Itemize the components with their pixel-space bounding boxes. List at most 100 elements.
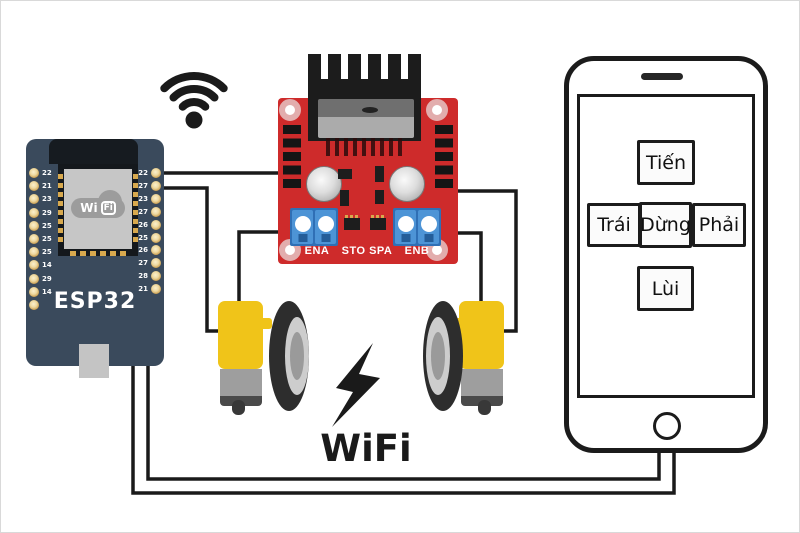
sto-spa-label: STO SPA (341, 245, 393, 257)
pin-pad (151, 258, 161, 269)
motor-axle-tab (259, 318, 272, 329)
pin-label: 26 (138, 220, 148, 229)
esp32-pin: 25 (29, 220, 52, 231)
wifi-connection-label: WiFi (320, 427, 412, 470)
pin-label: 14 (42, 287, 52, 296)
pin-pad (29, 273, 39, 284)
pin-pad (151, 232, 161, 243)
esp32-antenna (49, 139, 138, 164)
smd-component (338, 169, 352, 179)
motor-can (220, 369, 262, 398)
esp32-pin: 28 (138, 271, 161, 282)
esp32-pin: 27 (138, 206, 161, 217)
capacitor (389, 166, 425, 202)
pin-label: 27 (138, 207, 148, 216)
smd-component (375, 166, 384, 182)
pin-pad (151, 219, 161, 230)
esp32-pin: 21 (29, 181, 52, 192)
phone-screen: Tiến Trái Dừng Phải Lùi (577, 94, 755, 398)
esp32-pin: 25 (138, 232, 161, 243)
pin-label: 29 (42, 208, 52, 217)
esp32-pin: 29 (29, 207, 52, 218)
smd-component (375, 190, 384, 204)
enb-label: ENB (404, 245, 430, 257)
left-button[interactable]: Trái (587, 203, 641, 247)
pin-pad (29, 194, 39, 205)
pin-label: 21 (138, 285, 148, 294)
pin-label: 25 (42, 235, 52, 243)
pin-pad (151, 271, 161, 282)
mounting-hole (426, 99, 448, 121)
esp32-pin: 27 (138, 258, 161, 269)
chip-pads (70, 251, 126, 256)
wheel-hub (431, 332, 445, 380)
pin-pad (29, 260, 39, 271)
pin-label: 29 (42, 274, 52, 283)
pin-header-right (435, 125, 453, 191)
motor-gearbox (459, 301, 504, 369)
pin-label: 25 (42, 248, 52, 257)
pin-pad (151, 206, 161, 217)
chip-pads (133, 174, 138, 242)
pin-label: 23 (138, 194, 148, 203)
esp32-pin: 22 (138, 168, 161, 178)
esp32-pin: 27 (138, 180, 161, 191)
esp32-pin: 29 (29, 273, 52, 284)
smd-ic (344, 215, 360, 230)
pin-pad (29, 220, 39, 231)
screw-terminal-right (393, 208, 441, 246)
wifi-logo: Wi Fi (71, 190, 125, 218)
esp32-pin: 23 (29, 194, 52, 205)
esp32-pin: 25 (29, 247, 52, 258)
pin-pad (151, 284, 161, 295)
pin-header-left (283, 125, 301, 191)
pin-label: 26 (138, 246, 148, 255)
pin-pad (29, 286, 39, 297)
pin-label: 27 (138, 259, 148, 268)
pin-pad (29, 247, 39, 258)
right-button[interactable]: Phải (692, 203, 746, 247)
wire-esp32-to-left-motor (164, 186, 220, 333)
esp32-pin: 26 (138, 245, 161, 256)
esp32-pin: 14 (29, 286, 52, 297)
forward-button[interactable]: Tiến (637, 140, 695, 185)
pin-pad (29, 181, 39, 192)
pin-label: 22 (42, 169, 52, 177)
esp32-label: ESP32 (53, 289, 137, 314)
esp32-pin: 21 (138, 284, 161, 295)
esp32-pin: 23 (138, 193, 161, 204)
back-button[interactable]: Lùi (637, 266, 694, 311)
stop-button[interactable]: Dừng (639, 202, 692, 248)
pin-pad (151, 180, 161, 191)
pin-pad (151, 168, 161, 178)
wheel-hub (290, 332, 304, 380)
phone-speaker (641, 73, 683, 80)
esp32-pin: 25 (29, 234, 52, 244)
pin-pad (29, 207, 39, 218)
pin-pad (29, 234, 39, 244)
wire-ena-to-left-motor (237, 230, 291, 303)
pin-label: 25 (138, 233, 148, 242)
usb-connector (79, 344, 109, 378)
wifi-logo-fi: Fi (100, 201, 116, 215)
esp32-pin: 22 (29, 168, 52, 178)
capacitor (306, 166, 342, 202)
pin-label: 28 (138, 272, 148, 281)
mounting-hole (279, 99, 301, 121)
pin-label: 27 (138, 181, 148, 190)
wire-esp32-to-phone-2 (131, 361, 676, 495)
pin-pad (151, 245, 161, 256)
pin-label: 23 (42, 195, 52, 204)
screw-terminal-left (290, 208, 338, 246)
motor-shaft (478, 400, 491, 415)
ena-label: ENA (304, 245, 330, 257)
smd-component (340, 190, 349, 206)
smartphone: Tiến Trái Dừng Phải Lùi (564, 56, 768, 453)
pin-pad (151, 193, 161, 204)
wire-esp32-to-phone-1 (146, 361, 661, 481)
home-button[interactable] (653, 412, 681, 440)
pin-label: 25 (42, 221, 52, 230)
wire-driver-to-right-motor (446, 189, 518, 333)
motor-gearbox (218, 301, 263, 369)
